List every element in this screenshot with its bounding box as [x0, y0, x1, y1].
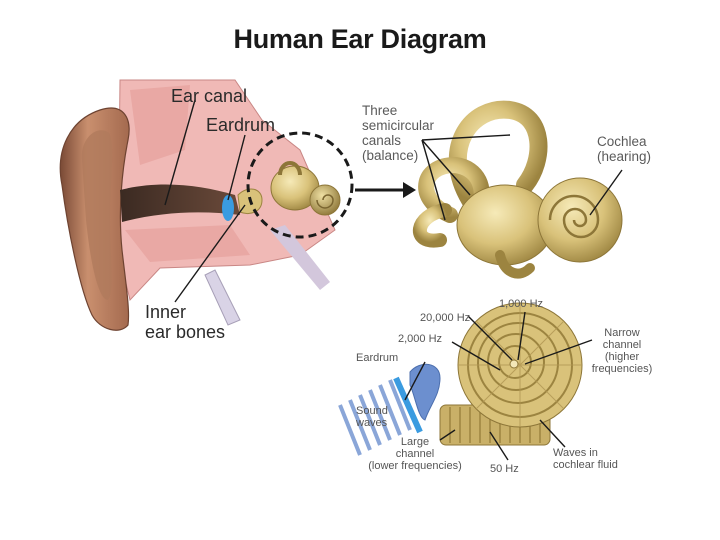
outer-ear-section — [59, 79, 341, 331]
label-inner-ear-bones: Inner ear bones — [145, 302, 226, 342]
leader-lines — [164, 99, 623, 461]
sound-waves-graphic — [338, 379, 412, 456]
label-ear-canal: Ear canal — [171, 86, 248, 106]
label-waves-in-fluid: Waves in cochlear fluid — [553, 447, 618, 471]
inner-ear-enlarged — [413, 100, 623, 279]
label-narrow-channel: Narrow channel (higher frequencies) — [591, 327, 653, 375]
highlight-circle — [246, 131, 354, 239]
label-cochlea: Cochlea (hearing) — [597, 134, 652, 164]
cochlea-detail — [338, 302, 583, 456]
label-50-hz: 50 Hz — [490, 463, 519, 475]
label-eardrum: Eardrum — [206, 115, 276, 135]
label-1000-hz: 1,000 Hz — [499, 298, 544, 310]
diagram-title: Human Ear Diagram — [233, 24, 487, 54]
label-eardrum-detail: Eardrum — [356, 352, 399, 364]
label-large-channel: Large channel (lower frequencies) — [368, 436, 462, 472]
label-semicircular-canals: Three semicircular canals (balance) — [362, 103, 435, 163]
label-sound-waves: Sound waves — [356, 405, 388, 429]
label-2000-hz: 2,000 Hz — [398, 333, 443, 345]
label-20000-hz: 20,000 Hz — [420, 312, 471, 324]
magnify-arrow — [355, 182, 416, 198]
